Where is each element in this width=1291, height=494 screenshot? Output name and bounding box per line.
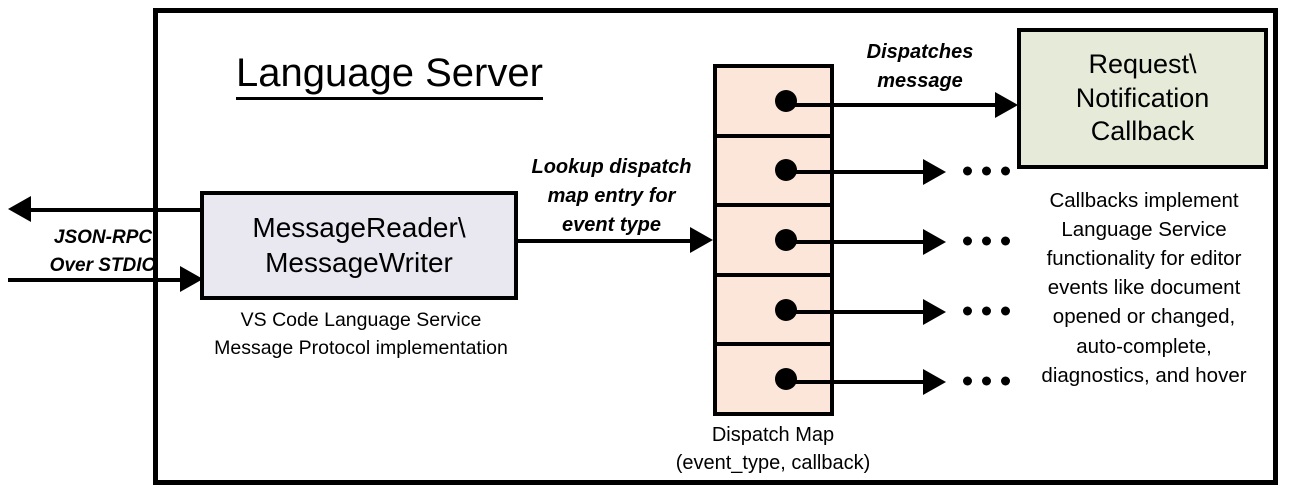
jsonrpc-protocol-label: JSON-RPC Over STDIO [33,224,173,279]
dispatch-map-caption: Dispatch Map (event_type, callback) [653,421,893,478]
message-reader-writer-caption: VS Code Language Service Message Protoco… [196,307,526,362]
language-server-frame [153,8,1278,485]
request-notification-callback-box[interactable]: Request\ Notification Callback [1017,28,1268,169]
callback-line1: Request\ [1088,49,1197,80]
ellipsis-dot [963,306,972,316]
mrw-caption-line2: Message Protocol implementation [214,336,508,359]
ellipsis-dot [982,306,991,316]
ellipsis-dot [982,376,991,386]
ellipsis-dot [1001,306,1010,316]
dispatch-row5-ellipsis [963,376,1010,386]
dispatch-row4-arrowhead [923,299,946,325]
dispatch-map-row[interactable] [717,207,830,277]
ellipsis-dot [1001,376,1010,386]
lookup-label-line2: map entry for [547,185,676,207]
callback-caption-line7: diagnostics, and hover [1041,363,1247,387]
callback-caption-line1: Callbacks implement [1049,189,1239,212]
ellipsis-dot [1001,236,1010,246]
dispatch-row3-ellipsis [963,236,1010,246]
jsonrpc-label-line2: Over STDIO [49,254,157,276]
page-title-text: Language Server [236,51,543,100]
jsonrpc-out-line [30,208,205,212]
dispatch-row2-arrowhead [923,159,946,185]
ellipsis-dot [963,376,972,386]
ellipsis-dot [982,166,991,176]
ellipsis-dot [982,236,991,246]
callback-caption-line6: auto-complete, [1076,334,1212,358]
dispatch-map-row[interactable] [717,346,830,412]
jsonrpc-label-line1: JSON-RPC [53,227,153,248]
message-reader-writer-box[interactable]: MessageReader\ MessageWriter [200,191,518,300]
callback-pointer-dot [775,228,797,251]
ellipsis-dot [963,166,972,176]
callback-caption-line4: events like document [1047,276,1241,300]
dispatch-row4-ellipsis [963,306,1010,316]
dispatch-caption-line1: Dispatch Map [711,424,835,446]
message-reader-label: MessageReader\ [252,212,466,244]
lookup-label-line1: Lookup dispatch [531,156,692,178]
mrw-caption-line1: VS Code Language Service [240,309,482,331]
lookup-arrow-line [516,239,691,243]
callback-pointer-dot [775,298,797,321]
jsonrpc-in-line [8,278,183,282]
jsonrpc-out-arrowhead [8,196,31,222]
callback-line2: Notification [1075,82,1210,113]
lookup-dispatch-label: Lookup dispatch map entry for event type [519,153,704,240]
message-writer-label: MessageWriter [265,246,453,278]
callback-line3: Callback [1090,116,1195,147]
dispatch-row2-line [786,170,926,174]
dispatch-row1-line [786,103,1011,107]
dispatch-row2-ellipsis [963,166,1010,176]
ellipsis-dot [963,236,972,246]
dispatch-row3-arrowhead [923,229,946,255]
dispatches-label-line2: message [877,70,963,92]
dispatches-label-line1: Dispatches [866,41,974,63]
callback-pointer-dot [775,89,797,112]
dispatch-map-row[interactable] [717,277,830,347]
dispatch-row4-line [786,310,926,314]
dispatch-row3-line [786,240,926,244]
jsonrpc-in-arrowhead [180,266,203,292]
callback-description-caption: Callbacks implement Language Service fun… [1013,186,1275,390]
dispatch-caption-line2: (event_type, callback) [675,452,871,475]
callback-pointer-dot [775,368,797,391]
ellipsis-dot [1001,166,1010,176]
callback-caption-line5: opened or changed, [1052,305,1236,329]
dispatches-message-label: Dispatches message [840,38,1000,96]
dispatch-row1-arrowhead [995,92,1018,118]
dispatch-row5-arrowhead [923,369,946,395]
lookup-label-line3: event type [562,214,661,236]
callback-caption-line3: functionality for editor [1046,247,1242,271]
page-title: Language Server [236,51,543,100]
dispatch-row5-line [786,380,926,384]
lookup-arrowhead [690,227,713,253]
callback-caption-line2: Language Service [1061,218,1227,242]
